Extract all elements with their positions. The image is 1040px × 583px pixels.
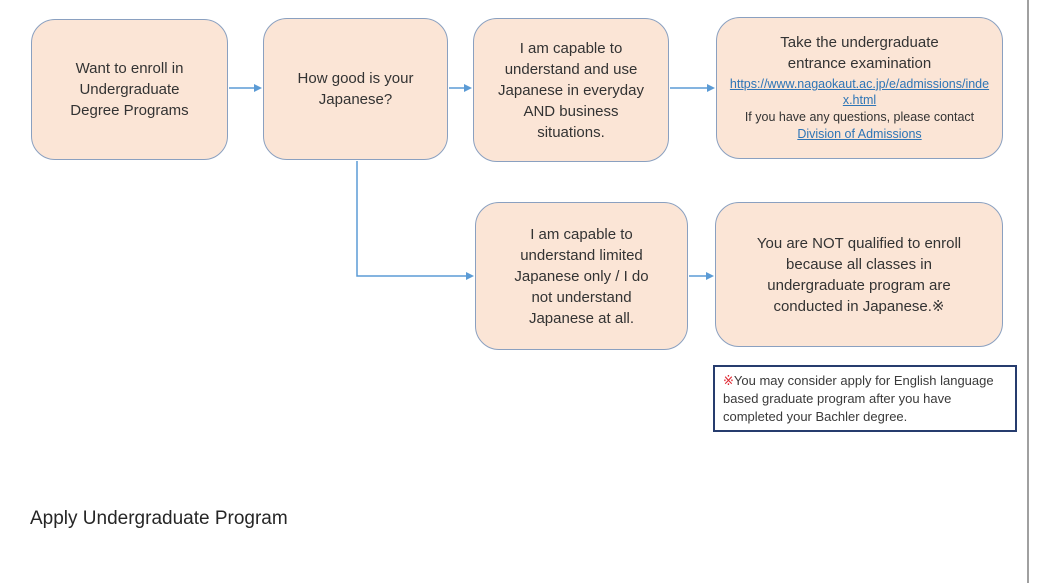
flow-node-start: Want to enroll in Undergraduate Degree P…: [31, 19, 228, 160]
footer-title: Apply Undergraduate Program: [30, 508, 288, 529]
flow-node-exam-content: Take the undergraduate entrance examinat…: [717, 33, 1002, 142]
flow-node-not-qualified: You are NOT qualified to enroll because …: [715, 202, 1003, 347]
exam-contact-text: If you have any questions, please contac…: [744, 110, 975, 125]
flow-node-not-qualified-label: You are NOT qualified to enroll because …: [756, 234, 962, 315]
flow-node-exam-title: Take the undergraduate entrance examinat…: [780, 34, 939, 72]
note-text: You may consider apply for English langu…: [723, 373, 994, 425]
flow-node-exam: Take the undergraduate entrance examinat…: [716, 17, 1003, 159]
connector-arrow-question-capable: [449, 84, 472, 92]
division-of-admissions-link[interactable]: Division of Admissions: [797, 127, 922, 142]
flow-node-question: How good is your Japanese?: [263, 18, 448, 160]
flow-node-question-label: How good is your Japanese?: [297, 70, 414, 108]
connector-elbow-question-limited: [356, 161, 474, 280]
note-marker: ※: [723, 373, 734, 388]
flow-node-start-label: Want to enroll in Undergraduate Degree P…: [70, 60, 189, 119]
slide-right-edge: [1027, 0, 1029, 583]
connector-arrow-start-question: [229, 84, 262, 92]
note-box: ※You may consider apply for English lang…: [713, 365, 1017, 432]
connector-arrow-capable-exam: [670, 84, 715, 92]
flow-node-limited: I am capable to understand limited Japan…: [475, 202, 688, 350]
flow-node-limited-label: I am capable to understand limited Japan…: [514, 225, 649, 327]
connector-arrow-limited-notqualified: [689, 272, 714, 280]
flow-node-capable-label: I am capable to understand and use Japan…: [498, 39, 644, 141]
admissions-url-link[interactable]: https://www.nagaokaut.ac.jp/e/admissions…: [729, 76, 990, 108]
flow-node-capable: I am capable to understand and use Japan…: [473, 18, 669, 162]
